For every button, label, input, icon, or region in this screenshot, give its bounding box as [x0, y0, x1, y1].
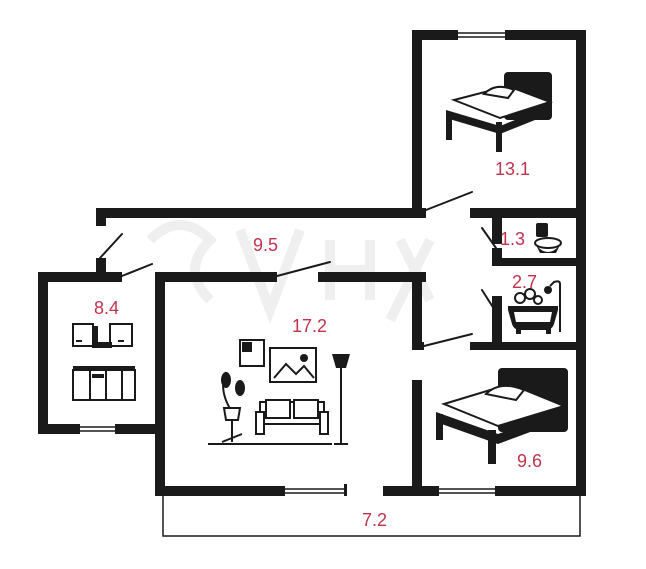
kitchen-icon: [72, 323, 136, 401]
bed-icon: [436, 368, 568, 464]
area-label-bathroom: 2.7: [512, 272, 537, 292]
area-label-toilet: 1.3: [500, 229, 525, 249]
living-room-icon: [208, 339, 350, 445]
area-label-balcony: 7.2: [362, 510, 387, 530]
area-label-living-room: 17.2: [292, 316, 327, 336]
area-label-bedroom-top: 13.1: [495, 159, 530, 179]
area-label-corridor: 9.5: [253, 235, 278, 255]
bathtub-icon: [508, 280, 561, 334]
walls: [38, 30, 586, 537]
toilet-icon: [534, 223, 562, 253]
bed-icon: [446, 72, 554, 152]
doors: [99, 191, 497, 347]
area-label-kitchen: 8.4: [94, 298, 119, 318]
watermark: [146, 220, 435, 325]
area-label-bedroom-right: 9.6: [517, 451, 542, 471]
